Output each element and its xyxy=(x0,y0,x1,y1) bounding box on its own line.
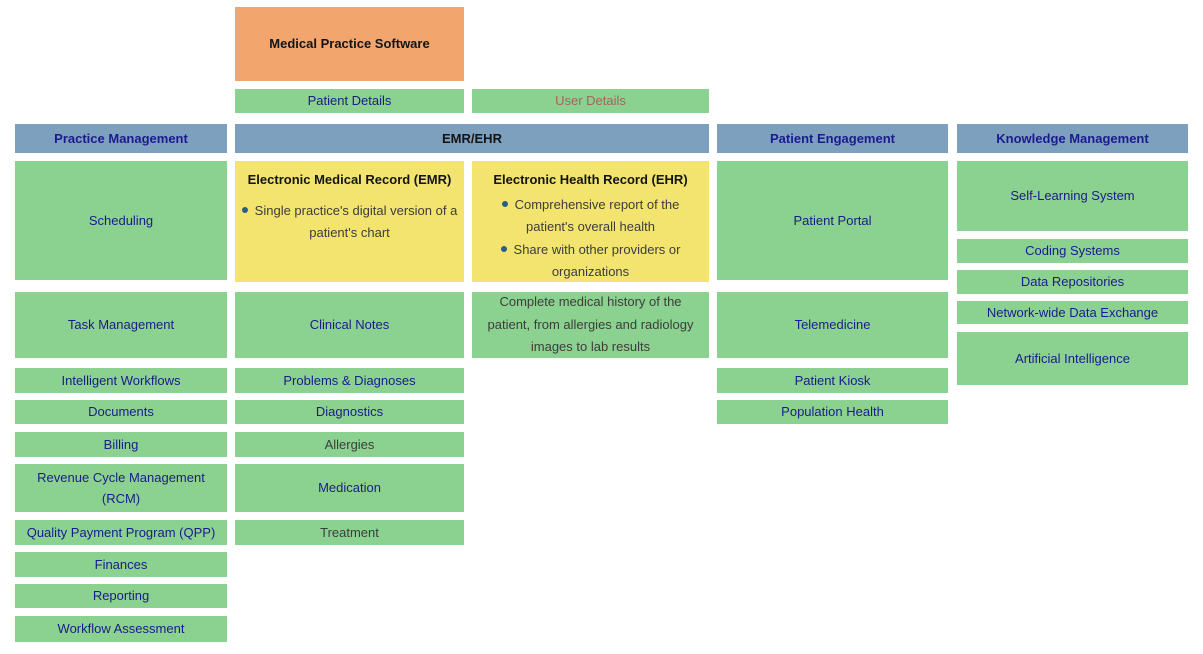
node-workflow-assessment: Workflow Assessment xyxy=(15,616,227,642)
bullet-icon xyxy=(241,207,248,214)
node-ehr-description: Complete medical history of the patient,… xyxy=(472,292,709,358)
diagram-title-node: Medical Practice Software xyxy=(235,7,464,81)
node-documents: Documents xyxy=(15,400,227,424)
node-billing: Billing xyxy=(15,432,227,457)
node-problems-diagnoses: Problems & Diagnoses xyxy=(235,368,464,393)
node-clinical-notes: Clinical Notes xyxy=(235,292,464,358)
node-quality-payment-program: Quality Payment Program (QPP) xyxy=(15,520,227,545)
bullet-item: Single practice's digital version of a p… xyxy=(241,200,458,244)
card-emr-title: Electronic Medical Record (EMR) xyxy=(247,172,452,187)
node-patient-kiosk: Patient Kiosk xyxy=(717,368,948,393)
node-scheduling: Scheduling xyxy=(15,161,227,280)
node-population-health: Population Health xyxy=(717,400,948,424)
node-coding-systems: Coding Systems xyxy=(957,239,1188,263)
column-header-practice-management: Practice Management xyxy=(15,124,227,153)
bullet-text: Comprehensive report of the patient's ov… xyxy=(514,197,680,235)
node-artificial-intelligence: Artificial Intelligence xyxy=(957,332,1188,385)
card-ehr-title: Electronic Health Record (EHR) xyxy=(493,172,688,187)
node-finances: Finances xyxy=(15,552,227,577)
node-telemedicine: Telemedicine xyxy=(717,292,948,358)
node-user-details: User Details xyxy=(472,89,709,113)
node-revenue-cycle-management: Revenue Cycle Management (RCM) xyxy=(15,464,227,512)
column-header-knowledge-management: Knowledge Management xyxy=(957,124,1188,153)
bullet-icon xyxy=(501,201,508,208)
bullet-text: Share with other providers or organizati… xyxy=(513,242,681,280)
node-patient-details: Patient Details xyxy=(235,89,464,113)
column-header-patient-engagement: Patient Engagement xyxy=(717,124,948,153)
node-self-learning-system: Self-Learning System xyxy=(957,161,1188,231)
bullet-item: Share with other providers or organizati… xyxy=(478,239,703,283)
column-header-emr-ehr: EMR/EHR xyxy=(235,124,709,153)
node-data-repositories: Data Repositories xyxy=(957,270,1188,294)
card-emr: Electronic Medical Record (EMR) Single p… xyxy=(235,161,464,282)
card-emr-bullets: Single practice's digital version of a p… xyxy=(241,199,458,245)
bullet-item: Comprehensive report of the patient's ov… xyxy=(478,194,703,238)
node-treatment: Treatment xyxy=(235,520,464,545)
node-task-management: Task Management xyxy=(15,292,227,358)
card-ehr-bullets: Comprehensive report of the patient's ov… xyxy=(478,193,703,284)
bullet-text: Single practice's digital version of a p… xyxy=(254,203,458,241)
node-allergies: Allergies xyxy=(235,432,464,457)
node-patient-portal: Patient Portal xyxy=(717,161,948,280)
node-diagnostics: Diagnostics xyxy=(235,400,464,424)
node-network-wide-data-exchange: Network-wide Data Exchange xyxy=(957,301,1188,324)
node-medication: Medication xyxy=(235,464,464,512)
bullet-icon xyxy=(500,246,507,253)
node-reporting: Reporting xyxy=(15,584,227,608)
node-intelligent-workflows: Intelligent Workflows xyxy=(15,368,227,393)
card-ehr: Electronic Health Record (EHR) Comprehen… xyxy=(472,161,709,282)
